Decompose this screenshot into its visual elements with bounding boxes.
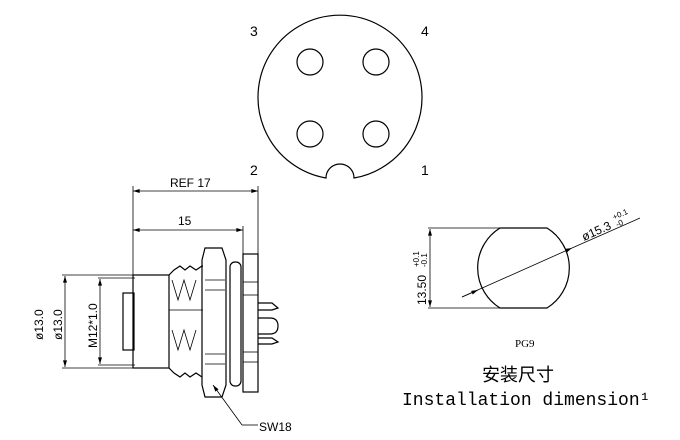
ref-length-label: REF 17 xyxy=(170,176,211,190)
pin-4 xyxy=(362,48,390,76)
solder-pins xyxy=(258,302,280,345)
thread-detail xyxy=(169,278,203,352)
pin-label-3: 3 xyxy=(250,23,258,39)
pin-1 xyxy=(362,120,390,148)
wrench-size-label: SW18 xyxy=(259,420,292,434)
flange xyxy=(242,253,259,393)
outer-diameter-label-1: ø13.0 xyxy=(32,309,46,340)
side-view: REF 17 15 ø13.0 ø13.0 M12*1.0 xyxy=(32,176,292,434)
socket-slot xyxy=(122,292,135,351)
installation-title-en: Installation dimension¹ xyxy=(402,391,650,411)
diameter-dimension-text: ø15.3 +0.1 -0 xyxy=(580,207,630,244)
height-tol-lower: -0.1 xyxy=(420,253,429,267)
pinout-face: 3 4 2 1 xyxy=(250,14,429,179)
thread-type-label: PG9 xyxy=(515,338,535,350)
thread-outline xyxy=(168,265,203,378)
height-tol-upper: +0.1 xyxy=(412,251,421,267)
installation-title-cn: 安装尺寸 xyxy=(482,365,554,385)
pin-label-4: 4 xyxy=(421,23,429,39)
diameter-leader xyxy=(461,247,573,298)
pin-label-2: 2 xyxy=(250,162,258,178)
diameter-dim-label: ø15.3 xyxy=(580,218,614,243)
connector-face-outline xyxy=(257,14,423,179)
height-dim-label: 13.50 xyxy=(415,275,429,305)
outer-diameter-label-2: ø13.0 xyxy=(51,309,65,340)
pin-2 xyxy=(296,120,324,148)
hex-nut xyxy=(201,247,227,398)
cutout-outline xyxy=(477,227,570,309)
installation-cutout: 13.50 +0.1 -0.1 ø15.3 +0.1 -0 PG9 安装尺寸 I… xyxy=(402,207,650,411)
diameter-tol-lower: -0 xyxy=(614,218,625,229)
pin-3 xyxy=(296,48,324,76)
wrench-size-leader xyxy=(212,384,243,426)
washer xyxy=(229,261,242,387)
pin-label-1: 1 xyxy=(421,162,429,178)
thread-label: M12*1.0 xyxy=(86,303,100,348)
connector-body xyxy=(132,274,170,369)
height-dimension-text: 13.50 +0.1 -0.1 xyxy=(412,251,429,305)
length-label: 15 xyxy=(178,214,192,228)
